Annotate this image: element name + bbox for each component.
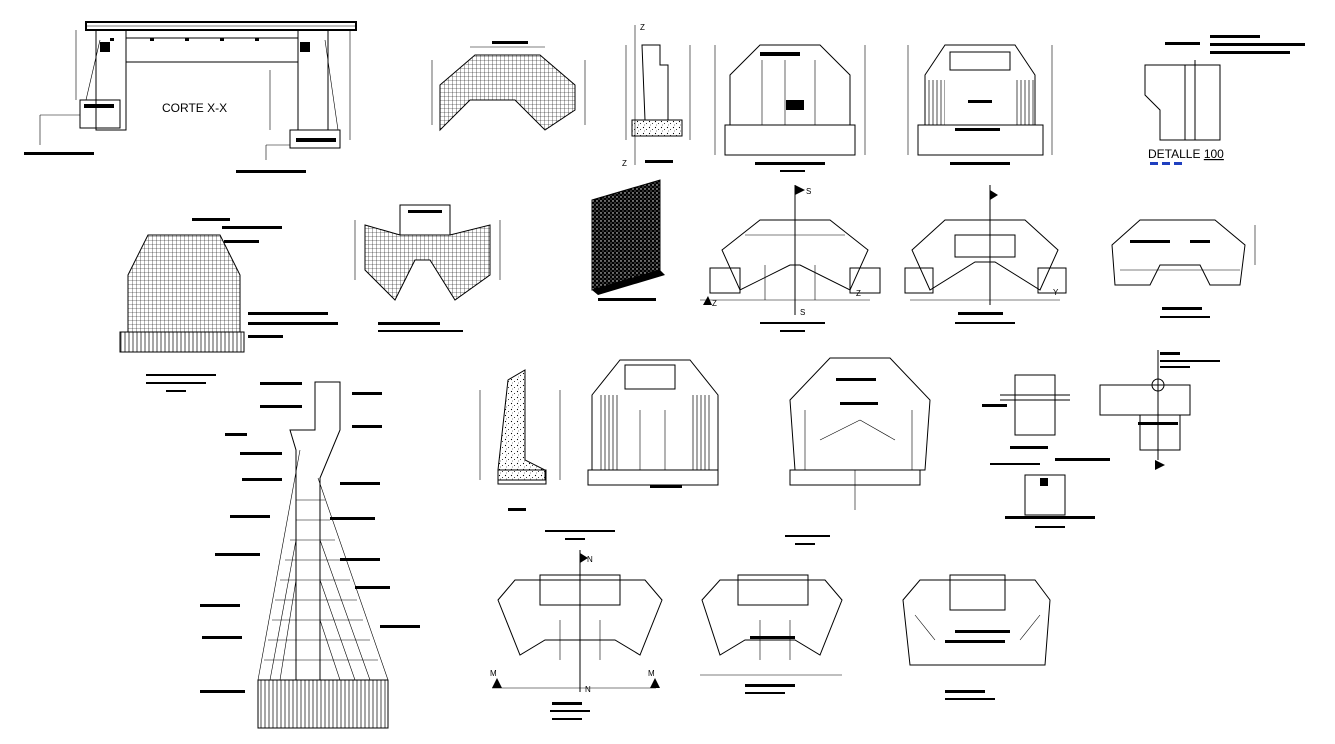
- section-title: CORTE X-X: [162, 101, 227, 115]
- hatched-plan-top: [431, 41, 586, 132]
- marker-z-right: Z: [856, 289, 861, 298]
- marker-s-top: S: [806, 187, 811, 196]
- hatched-elevation-left: [119, 218, 338, 392]
- detail-number: 100: [1204, 147, 1224, 161]
- elevation-view-2: [907, 44, 1053, 165]
- plan-view-n: N N M M: [490, 550, 663, 720]
- marker-z-top: Z: [640, 23, 645, 32]
- detail-label: DETALLE: [1148, 147, 1200, 161]
- detail-beam-joint: [982, 374, 1110, 528]
- marker-n-bottom: N: [585, 685, 591, 694]
- marker-m-left: M: [490, 669, 497, 678]
- plan-view-s: S S Z Z: [700, 185, 881, 332]
- section-stippled-wall: [479, 369, 561, 511]
- marker-s-bottom: S: [800, 308, 805, 317]
- detail-column-joint: [1099, 350, 1220, 470]
- plan-view-y: Y: [904, 185, 1067, 324]
- svg-text:DETALLE 100: DETALLE 100: [1148, 147, 1224, 161]
- detalle-100: DETALLE 100: [1144, 35, 1305, 165]
- hatched-plan-middle: [354, 204, 501, 332]
- stippled-block: [591, 179, 665, 301]
- plan-view-bottom-2: [700, 574, 843, 694]
- plan-view-bottom-3: [902, 574, 1051, 700]
- elevation-view-4: [785, 357, 931, 545]
- marker-n-top: N: [587, 555, 593, 564]
- elevation-view-1: [714, 44, 866, 172]
- small-section-z: Z Z: [622, 23, 691, 168]
- plan-view-right: [1111, 219, 1256, 318]
- rebar-section-tall: [200, 381, 420, 729]
- marker-z-bottom: Z: [622, 159, 627, 168]
- marker-z-left: Z: [712, 299, 717, 308]
- marker-m-right: M: [648, 669, 655, 678]
- callout-labels: [200, 382, 420, 693]
- corte-x-x-section: CORTE X-X: [24, 21, 357, 173]
- rebar-horizontals: [264, 499, 378, 661]
- elevation-view-3: [545, 359, 719, 540]
- marker-y-right: Y: [1053, 288, 1059, 297]
- tick-marks: [100, 38, 310, 52]
- rebar-diagonals: [269, 539, 371, 681]
